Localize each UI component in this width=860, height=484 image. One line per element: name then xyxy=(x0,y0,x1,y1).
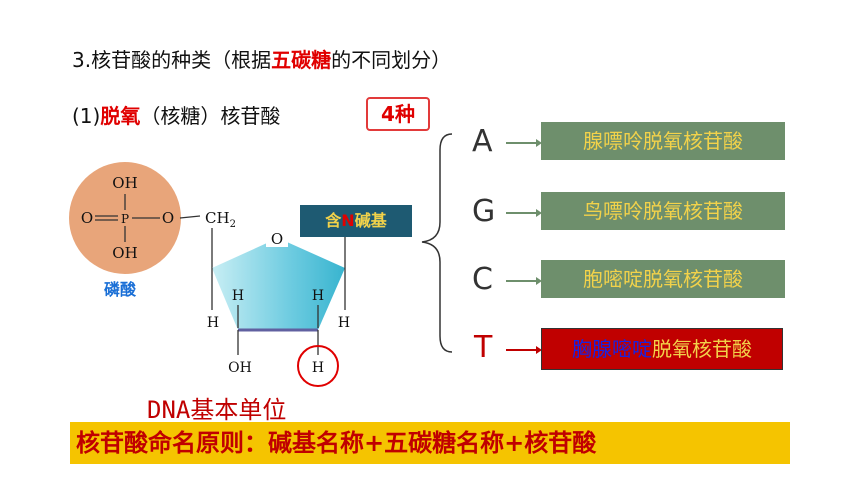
h-right-outer: H xyxy=(338,315,350,331)
ring-o: O xyxy=(271,230,283,248)
arrow-icon xyxy=(506,209,542,217)
subtitle-suffix: （核糖）核苷酸 xyxy=(140,104,281,128)
phosphate-circle xyxy=(69,162,181,274)
h-left-outer: H xyxy=(207,315,219,331)
base-name-t: 胸腺嘧啶脱氧核苷酸 xyxy=(541,328,783,370)
nucleotide-structure-diagram: OH O P O OH CH2 O H H H H OH H xyxy=(69,162,350,387)
oh-top: OH xyxy=(112,174,137,192)
base-name-g: 鸟嘌呤脱氧核苷酸 xyxy=(541,192,785,230)
brace-icon xyxy=(421,133,453,353)
subtitle: (1)脱氧（核糖）核苷酸 xyxy=(72,100,280,129)
base-letter-g: G xyxy=(472,194,496,229)
sugar-pentagon xyxy=(212,238,345,330)
arrow-icon xyxy=(506,346,542,354)
h-sugar: H xyxy=(312,360,324,376)
base-letter-a: A xyxy=(472,124,493,159)
base-name-c: 胞嘧啶脱氧核苷酸 xyxy=(541,260,785,298)
subtitle-prefix: (1) xyxy=(72,104,101,128)
arrow-icon xyxy=(506,139,542,147)
highlight-circle xyxy=(297,345,339,387)
base-letter-c: C xyxy=(472,262,493,297)
naming-rule-banner: 核苷酸命名原则：碱基名称+五碳糖名称+核苷酸 xyxy=(70,422,790,464)
base-name-a: 腺嘌呤脱氧核苷酸 xyxy=(541,122,785,160)
count-badge: 4种 xyxy=(366,97,430,131)
dna-unit-label: DNA基本单位 xyxy=(147,396,287,424)
title-highlight: 五碳糖 xyxy=(271,48,332,72)
base-letter-t: T xyxy=(474,330,493,365)
o-right: O xyxy=(162,209,174,227)
phosphate-label: 磷酸 xyxy=(104,280,137,299)
ch2-group: CH2 xyxy=(205,209,236,230)
title-suffix: 的不同划分） xyxy=(331,48,452,72)
oh-bottom: OH xyxy=(112,244,137,262)
oh-sugar: OH xyxy=(228,360,252,376)
o-left: O xyxy=(81,209,93,227)
p-atom: P xyxy=(121,212,129,226)
h-left-upper: H xyxy=(232,288,244,304)
page-title: 3.核苷酸的种类（根据五碳糖的不同划分） xyxy=(72,44,451,73)
base-label: 含N碱基 xyxy=(300,205,412,237)
arrow-icon xyxy=(506,277,542,285)
title-prefix: 3.核苷酸的种类（根据 xyxy=(72,48,272,72)
h-right-upper: H xyxy=(312,288,324,304)
subtitle-highlight: 脱氧 xyxy=(100,104,141,128)
